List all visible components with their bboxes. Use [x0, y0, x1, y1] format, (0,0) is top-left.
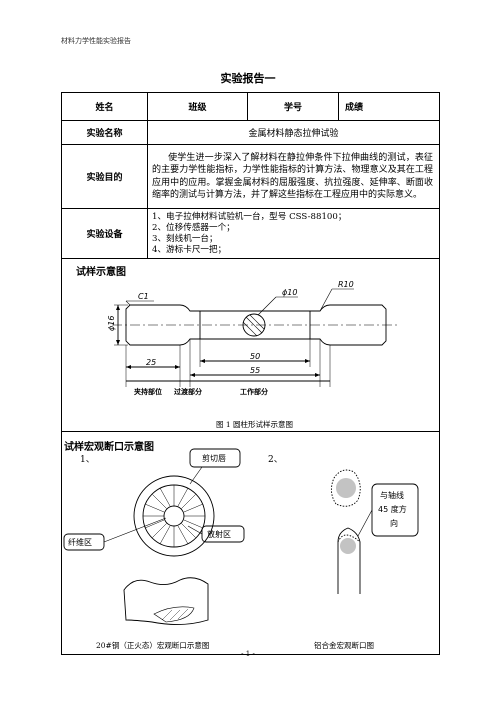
purpose-paragraph: 使学生进一步深入了解材料在静拉伸条件下拉伸曲线的测试，表征的主要力学性能指标，力… [152, 152, 433, 201]
specimen-caption: 图 1 圆柱形试样示意图 [216, 420, 294, 429]
zone-working: 工作部分 [240, 387, 268, 396]
specimen-section: 试样示意图 [61, 258, 440, 432]
dim-c1: C1 [138, 292, 149, 301]
label-axis45-line3: 向 [390, 518, 398, 528]
purpose-label: 实验目的 [61, 144, 148, 209]
report-title: 实验报告一 [220, 72, 276, 85]
dim-phi10: ϕ10 [282, 288, 297, 297]
specimen-title: 试样示意图 [76, 267, 126, 278]
header-student-id: 学号 [247, 92, 339, 121]
label-axis45-line2: 45 度方 [378, 504, 407, 514]
equipment-label: 实验设备 [61, 208, 148, 259]
label-shear-lip: 剪切唇 [202, 453, 226, 463]
report-table: 姓名 班级 学号 成绩 实验名称 金属材料静态拉伸试验 实验目的 使学生进一步深… [61, 92, 440, 655]
equipment-item: 2、位移传感器一个； [152, 222, 235, 233]
fracture-title: 试样宏观断口示意图 [64, 442, 154, 453]
dim-55: 55 [250, 366, 260, 375]
header-score: 成绩 [338, 92, 440, 121]
fracture-item-1: 1、 [80, 455, 95, 465]
zone-transition: 过渡部分 [174, 387, 202, 396]
label-radial-zone: 放射区 [207, 529, 231, 539]
fracture-caption-steel: 20#钢（正火态）宏观断口示意图 [96, 641, 210, 650]
fracture-section: 试样宏观断口示意图 1、 2、 [61, 431, 440, 655]
dim-25: 25 [146, 358, 156, 367]
label-axis45-line1: 与轴线 [380, 490, 404, 500]
experiment-name-value: 金属材料静态拉伸试验 [147, 120, 440, 145]
dim-phi16: ϕ16 [107, 316, 116, 331]
header-name: 姓名 [61, 92, 148, 121]
equipment-list: 1、电子拉伸材料试验机一台，型号 CSS-88100； 2、位移传感器一个； 3… [147, 208, 440, 259]
fracture-item-2: 2、 [268, 455, 283, 465]
dim-r10: R10 [338, 280, 354, 289]
equipment-item: 4、游标卡尺一把； [152, 244, 227, 255]
zone-clamp: 夹持部位 [134, 387, 162, 396]
fracture-caption-aluminum: 铝合金宏观断口图 [314, 641, 374, 650]
purpose-text: 使学生进一步深入了解材料在静拉伸条件下拉伸曲线的测试，表征的主要力学性能指标，力… [147, 144, 440, 209]
label-fiber-zone: 纤维区 [68, 537, 92, 547]
dim-50: 50 [250, 352, 260, 361]
specimen-diagram: C1 ϕ10 R10 50 55 25 ϕ16 夹持部位 过渡部分 工作部分 [107, 280, 400, 396]
page-number: - 1 - [241, 650, 255, 658]
equipment-item: 1、电子拉伸材料试验机一台，型号 CSS-88100； [152, 211, 347, 222]
fracture-diagram: 剪切唇 纤维区 放射区 与轴线 45 度方 向 [63, 448, 419, 625]
equipment-item: 3、刻线机一台； [152, 233, 218, 244]
experiment-name-label: 实验名称 [61, 120, 148, 145]
header-class: 班级 [147, 92, 248, 121]
page-header: 材料力学性能实验报告 [61, 37, 131, 45]
